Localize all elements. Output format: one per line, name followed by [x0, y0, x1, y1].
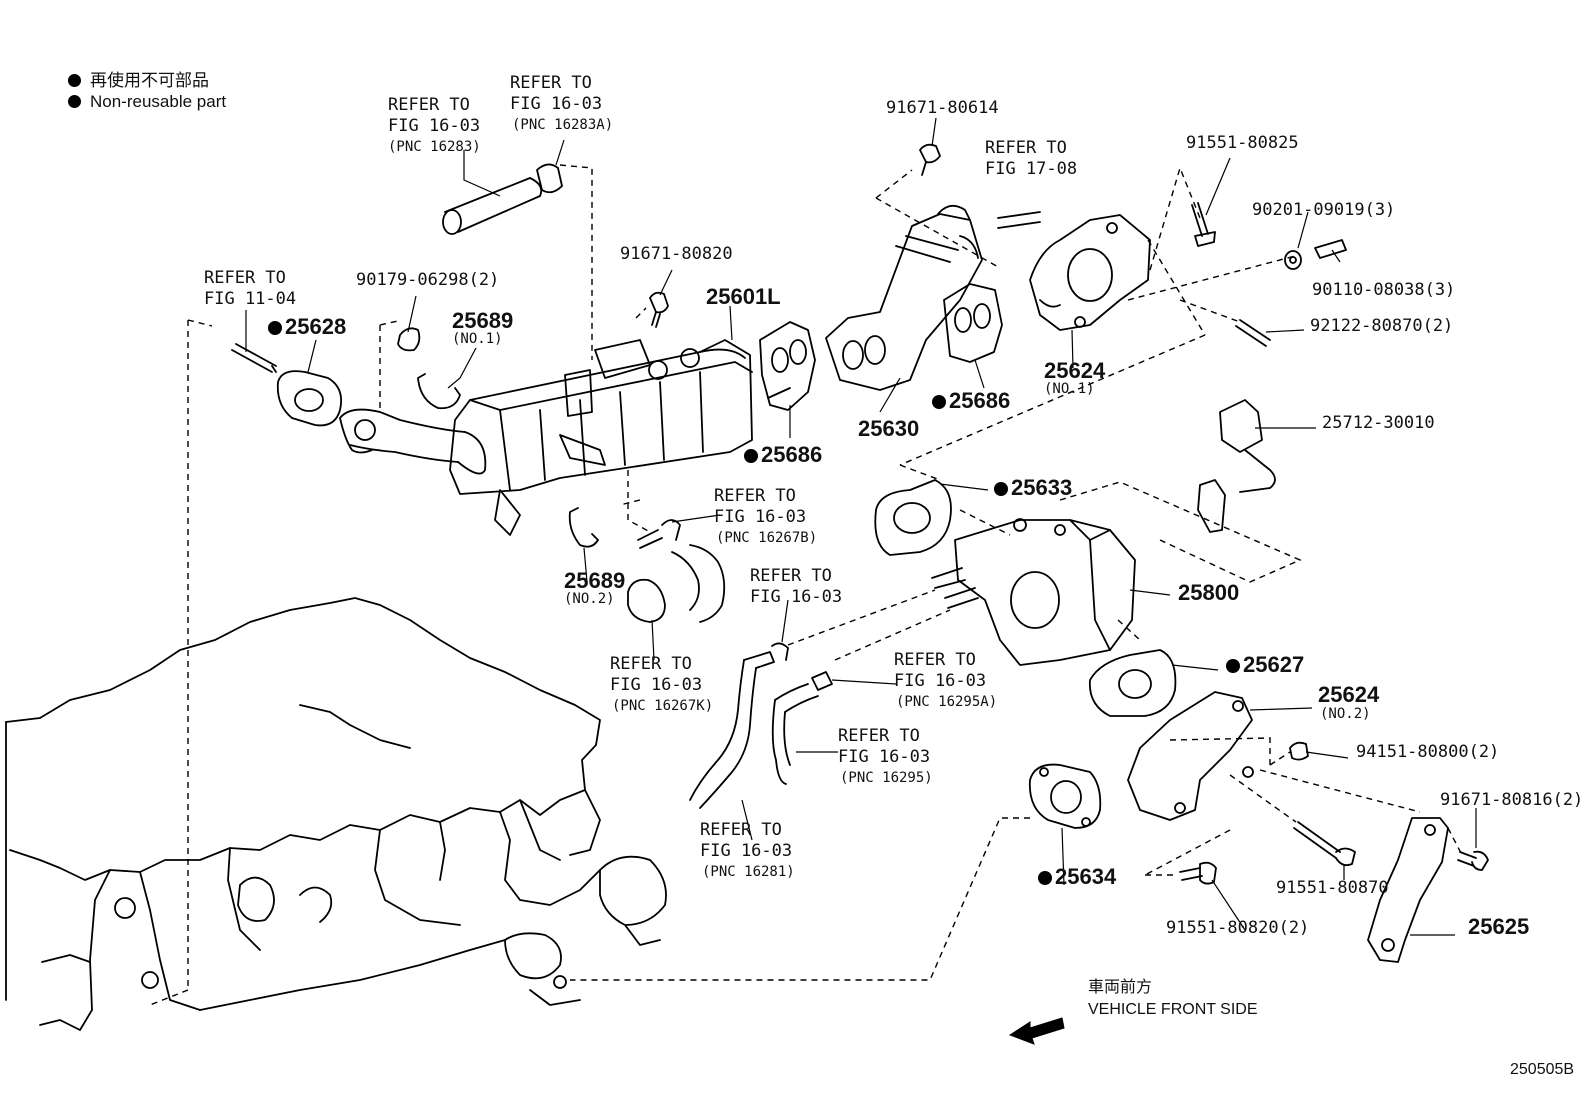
part-25712: 25712-30010: [1322, 413, 1435, 433]
part-25627-text: 25627: [1243, 652, 1305, 677]
part-91551-80820: 91551-80820(2): [1166, 918, 1310, 938]
part-92122: 92122-80870(2): [1310, 316, 1454, 336]
part-25689-no2: 25689: [564, 568, 626, 593]
part-25628: 25628: [268, 316, 346, 338]
part-91671-80816: 91671-80816(2): [1440, 790, 1584, 810]
legend-jp: 再使用不可部品: [68, 66, 209, 91]
ref-16283a-line2: FIG 16-03: [510, 94, 603, 114]
non-reusable-icon: [1038, 871, 1052, 885]
part-25624-no1-sub: (NO.1): [1044, 381, 1095, 397]
water-hoses: [627, 519, 833, 809]
part-25689-no1-sub: (NO.1): [452, 331, 503, 347]
part-25633: 25633: [994, 477, 1072, 499]
egr-valve-25630: [825, 204, 983, 391]
ref-16295-line2: FIG 16-03: [838, 747, 931, 767]
ref-17-08-line2: FIG 17-08: [985, 159, 1078, 179]
ref-16295-line1: REFER TO: [838, 726, 920, 746]
part-90110: 90110-08038(3): [1312, 280, 1456, 300]
part-25686-b: 25686: [932, 390, 1010, 412]
non-reusable-icon: [744, 449, 758, 463]
part-25800: 25800: [1178, 580, 1240, 605]
ref-17-08-line1: REFER TO: [985, 138, 1067, 158]
egr-pipe-25624-no2: [1127, 691, 1254, 821]
part-91671-80820: 91671-80820: [620, 244, 733, 264]
ref-16-03-line1: REFER TO: [750, 566, 832, 586]
ref-16281-line2: FIG 16-03: [700, 841, 793, 861]
egr-pipe: [339, 408, 487, 475]
ref-11-04-line1: REFER TO: [204, 268, 286, 288]
ref-16-03-line2: FIG 16-03: [750, 587, 843, 607]
part-25624-no2-sub: (NO.2): [1320, 706, 1371, 722]
part-25686-a-text: 25686: [761, 442, 823, 467]
part-25630: 25630: [858, 416, 920, 441]
ref-16283-line1: REFER TO: [388, 95, 470, 115]
part-91551-80870: 91551-80870: [1276, 878, 1389, 898]
gasket-25628-shape: [276, 370, 343, 427]
part-91671-80614: 91671-80614: [886, 98, 999, 118]
legend-en: Non-reusable part: [68, 92, 226, 112]
egr-pipe-25624-no1: [1029, 214, 1151, 331]
part-90179: 90179-06298(2): [356, 270, 500, 290]
ref-16295a-line1: REFER TO: [894, 650, 976, 670]
part-25689-no2-sub: (NO.2): [564, 591, 615, 607]
non-reusable-icon: [1226, 659, 1240, 673]
egr-temp-sensor: [1197, 399, 1276, 533]
egr-valve-25800: [931, 518, 1136, 666]
legend-jp-text: 再使用不可部品: [90, 71, 209, 90]
part-25689-no1: 25689: [452, 308, 514, 333]
part-25686-b-text: 25686: [949, 388, 1011, 413]
part-90201: 90201-09019(3): [1252, 200, 1396, 220]
part-25601L: 25601L: [706, 284, 781, 309]
ref-16267k-line1: REFER TO: [610, 654, 692, 674]
bullet-icon: [68, 74, 81, 87]
ref-16267b-line3: (PNC 16267B): [716, 530, 818, 546]
ref-16267b-line2: FIG 16-03: [714, 507, 807, 527]
engine-block: [5, 597, 667, 1031]
ref-16283-line3: (PNC 16283): [388, 139, 481, 155]
ref-16267k-line3: (PNC 16267K): [612, 698, 714, 714]
ref-16283a-line1: REFER TO: [510, 73, 592, 93]
part-25627: 25627: [1226, 654, 1304, 676]
ref-16295a-line3: (PNC 16295A): [896, 694, 998, 710]
part-25624-no2: 25624: [1318, 682, 1380, 707]
part-25634: 25634: [1038, 866, 1116, 888]
non-reusable-icon: [932, 395, 946, 409]
hose-16283: [442, 163, 563, 235]
part-25624-no1: 25624: [1044, 358, 1106, 383]
vehicle-front-en: VEHICLE FRONT SIDE: [1088, 1001, 1258, 1018]
front-arrow-icon: [1008, 1017, 1065, 1045]
vehicle-front-jp: 車両前方: [1088, 979, 1153, 996]
ref-16295a-line2: FIG 16-03: [894, 671, 987, 691]
ref-16267b-line1: REFER TO: [714, 486, 796, 506]
part-25633-text: 25633: [1011, 475, 1073, 500]
legend-en-text: Non-reusable part: [90, 92, 227, 111]
part-25634-text: 25634: [1055, 864, 1117, 889]
ref-16295-line3: (PNC 16295): [840, 770, 933, 786]
part-25628-text: 25628: [285, 314, 347, 339]
part-94151: 94151-80800(2): [1356, 742, 1500, 762]
ref-16281-line3: (PNC 16281): [702, 864, 795, 880]
part-25625: 25625: [1468, 914, 1530, 939]
part-25686-a: 25686: [744, 444, 822, 466]
ref-11-04-line2: FIG 11-04: [204, 289, 297, 309]
egr-cooler: [449, 339, 753, 536]
non-reusable-icon: [268, 321, 282, 335]
part-91551-80825: 91551-80825: [1186, 133, 1299, 153]
ref-16283-line2: FIG 16-03: [388, 116, 481, 136]
ref-16283a-line3: (PNC 16283A): [512, 117, 614, 133]
ref-16267k-line2: FIG 16-03: [610, 675, 703, 695]
ref-16281-line1: REFER TO: [700, 820, 782, 840]
figure-code: 250505B: [1510, 1061, 1575, 1078]
bullet-icon: [68, 95, 81, 108]
non-reusable-icon: [994, 482, 1008, 496]
